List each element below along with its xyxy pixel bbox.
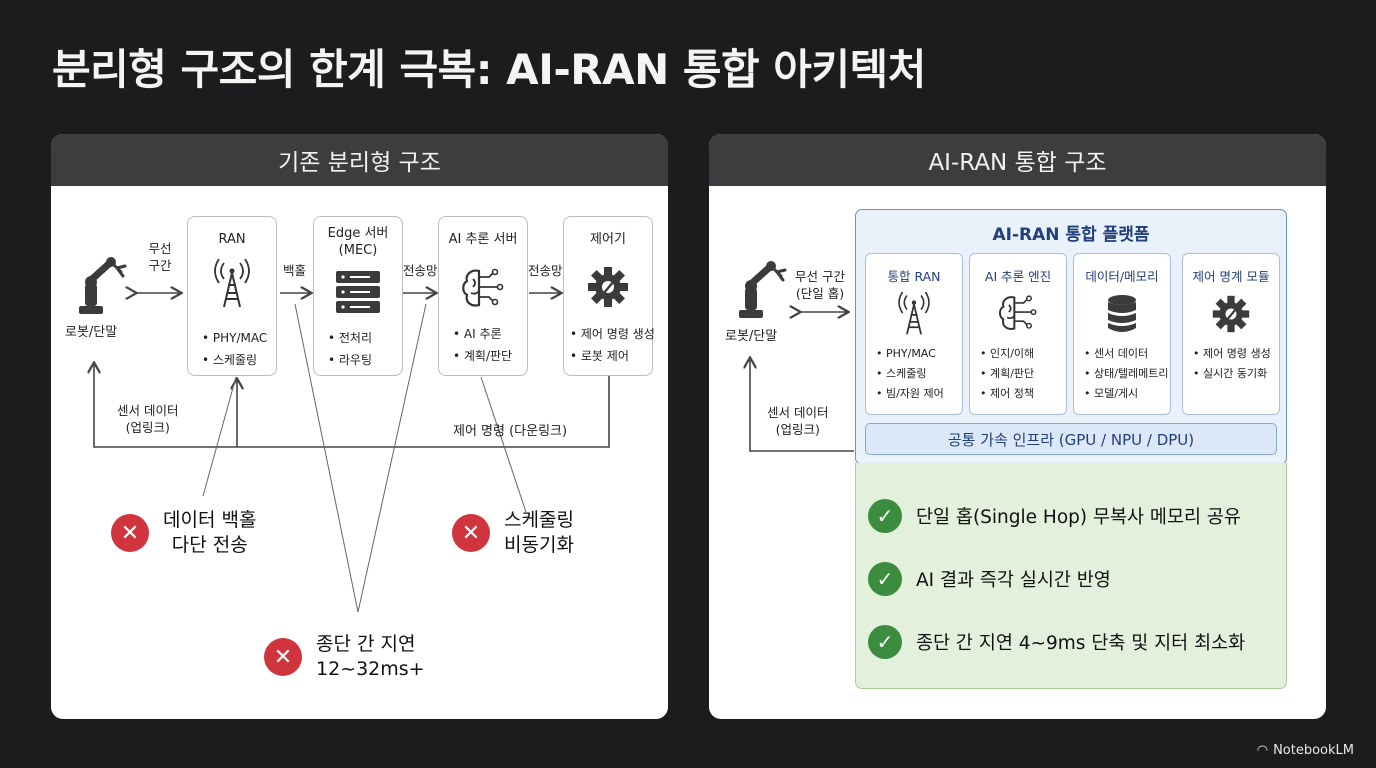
integrated-connectors bbox=[709, 134, 854, 452]
ai-server-bullets: • AI 추론 • 계획/판단 bbox=[453, 327, 513, 363]
x-icon: ✕ bbox=[264, 638, 302, 676]
ran-node: RAN • PHY/MAC • 스케줄링 bbox=[187, 216, 277, 376]
notebooklm-logo: ◠ NotebookLM bbox=[1256, 743, 1354, 758]
module-data-memory: 데이터/메모리 • 센서 데이터 • 상태/텔레메트리 • 모델/게시 bbox=[1073, 253, 1171, 415]
database-icon bbox=[1108, 295, 1136, 332]
module-ai-inference: AI 추론 엔진 • 인지/이해 • 계획/판단 • 제어 정책 bbox=[969, 253, 1067, 415]
ran-bullets: • PHY/MAC • 스케줄링 bbox=[202, 331, 268, 367]
robot-label: 로봇/단말 bbox=[725, 329, 778, 344]
legacy-architecture-panel: 기존 분리형 구조 로봇/단말 무선 구간 R bbox=[51, 134, 668, 719]
transport-label-2: 전송망 bbox=[528, 263, 563, 278]
uplink-loop bbox=[750, 359, 854, 452]
problem-scheduling: ✕ 스케줄링 비동기화 bbox=[452, 508, 574, 558]
integrated-architecture-panel: AI-RAN 통합 구조 로봇/단말 무선 구간 (단일 홉) 센서 데이터 (… bbox=[709, 134, 1326, 719]
controller-bullets: • 제어 명령 생성 • 로봇 제어 bbox=[570, 327, 655, 363]
page-title: 분리형 구조의 한계 극복: AI-RAN 통합 아키텍처 bbox=[52, 45, 926, 94]
x-icon: ✕ bbox=[452, 514, 490, 552]
notebooklm-icon: ◠ bbox=[1256, 743, 1269, 758]
edge-title: Edge 서버 (MEC) bbox=[327, 226, 389, 258]
edge-bullets: • 전처리 • 라우팅 bbox=[328, 331, 373, 367]
ran-title: RAN bbox=[218, 232, 246, 247]
legacy-connectors bbox=[51, 134, 610, 613]
x-icon: ✕ bbox=[111, 514, 149, 552]
check-icon: ✓ bbox=[868, 499, 902, 533]
legacy-panel-header: 기존 분리형 구조 bbox=[51, 134, 668, 186]
check-icon: ✓ bbox=[868, 562, 902, 596]
controller-title: 제어기 bbox=[590, 232, 626, 247]
ai-brain-icon bbox=[998, 295, 1037, 330]
integrated-panel-header: AI-RAN 통합 구조 bbox=[709, 134, 1326, 186]
downlink-label: 제어 명령 (다운링크) bbox=[453, 424, 568, 439]
check-icon: ✓ bbox=[868, 625, 902, 659]
single-hop-label: 무선 구간 (단일 홉) bbox=[795, 269, 845, 301]
problem-backhaul: ✕ 데이터 백홀 다단 전송 bbox=[111, 508, 256, 558]
edge-server-node: Edge 서버 (MEC) • 전처리 • 라우팅 bbox=[313, 216, 403, 376]
gear-icon bbox=[588, 267, 628, 307]
benefit-item: ✓ 단일 홉(Single Hop) 무복사 메모리 공유 bbox=[868, 499, 1241, 533]
ai-ran-platform: AI-RAN 통합 플랫폼 통합 RAN • PHY/MAC • 스케줄링 • … bbox=[855, 209, 1287, 465]
module-integrated-ran: 통합 RAN • PHY/MAC • 스케줄링 • 빔/자원 제어 bbox=[865, 253, 963, 415]
problem-latency: ✕ 종단 간 지연 12~32ms+ bbox=[264, 632, 425, 682]
sensor-uplink-label: 센서 데이터 (업링크) bbox=[767, 405, 829, 437]
ai-brain-icon bbox=[462, 268, 504, 307]
ai-inference-server-node: AI 추론 서버 • AI 추론 • 계획/판단 bbox=[438, 216, 528, 376]
benefits-panel: ✓ 단일 홉(Single Hop) 무복사 메모리 공유 ✓ AI 결과 즉각… bbox=[855, 463, 1287, 689]
benefit-item: ✓ AI 결과 즉각 실시간 반영 bbox=[868, 562, 1111, 596]
downlink-loop bbox=[94, 364, 610, 448]
benefit-item: ✓ 종단 간 지연 4~9ms 단축 및 지터 최소화 bbox=[868, 625, 1245, 659]
robot-arm-icon bbox=[739, 261, 787, 318]
gear-icon bbox=[1212, 295, 1250, 333]
controller-node: 제어기 • 제어 명령 생성 • 로봇 제어 bbox=[563, 216, 655, 376]
robot-label: 로봇/단말 bbox=[65, 325, 118, 340]
antenna-icon bbox=[214, 259, 250, 308]
shared-acceleration-infra: 공통 가속 인프라 (GPU / NPU / DPU) bbox=[865, 423, 1277, 455]
wireless-label: 무선 구간 bbox=[148, 241, 172, 273]
transport-label-1: 전송망 bbox=[403, 263, 438, 278]
backhaul-label: 백홀 bbox=[283, 263, 307, 278]
robot-arm-icon bbox=[79, 257, 127, 314]
module-control: 제어 명계 모듈 • 제어 명령 생성 • 실시간 동기화 bbox=[1182, 253, 1280, 415]
sensor-uplink-label: 센서 데이터 (업링크) bbox=[117, 403, 179, 435]
ai-server-title: AI 추론 서버 bbox=[448, 232, 518, 247]
antenna-icon bbox=[898, 292, 930, 335]
server-rack-icon bbox=[336, 271, 380, 313]
platform-title: AI-RAN 통합 플랫폼 bbox=[992, 225, 1150, 245]
